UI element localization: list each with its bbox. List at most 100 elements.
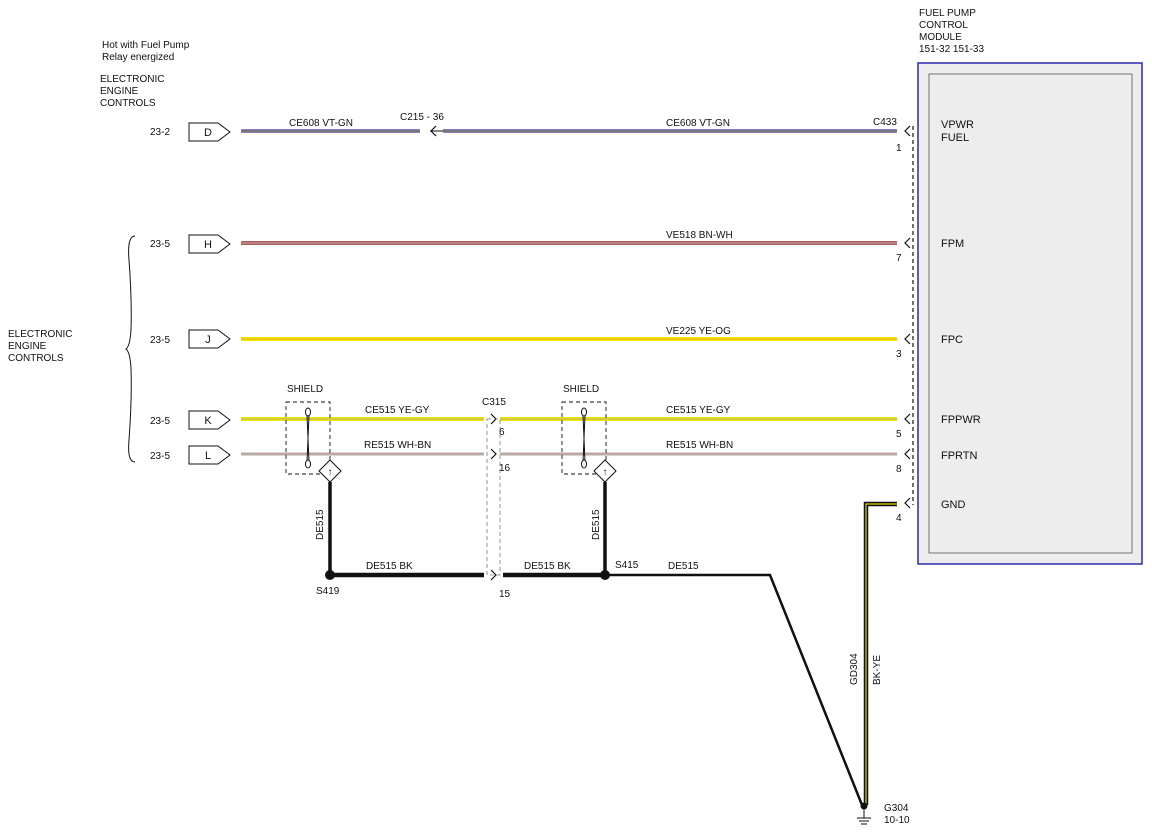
drain-bus-left-label: DE515 BK bbox=[366, 561, 413, 572]
drain-bus-right-label: DE515 BK bbox=[524, 561, 571, 572]
pin-name-fppwr: FPPWR bbox=[941, 414, 981, 426]
wire-ce515-left-label: CE515 YE-GY bbox=[365, 405, 430, 416]
pin-ref-j: 23-5 bbox=[150, 335, 170, 346]
splice-s415-dot bbox=[600, 570, 610, 580]
module-title-2: CONTROL bbox=[919, 20, 968, 31]
wire-re515-left-label: RE515 WH-BN bbox=[364, 440, 431, 451]
eec-left-line-2: ENGINE bbox=[8, 341, 47, 352]
wire-ce608-right-label: CE608 VT-GN bbox=[666, 118, 730, 129]
wire-ve518-label: VE518 BN-WH bbox=[666, 230, 733, 241]
drain-ground-label: DE515 bbox=[668, 561, 699, 572]
module-inner-box bbox=[928, 73, 1133, 554]
c315-pin-15: 15 bbox=[499, 589, 511, 600]
ground-page: 10-10 bbox=[884, 815, 910, 826]
terminal-chevron-3 bbox=[904, 333, 911, 345]
eec-top-line-1: ELECTRONIC bbox=[100, 74, 164, 85]
ground-name: G304 bbox=[884, 803, 909, 814]
connector-pin-h-box bbox=[188, 234, 231, 254]
pin-name-fpm: FPM bbox=[941, 238, 964, 250]
eec-left-line-3: CONTROLS bbox=[8, 353, 64, 364]
c215-label: C215 - 36 bbox=[400, 112, 444, 123]
wire-ce608: CE608 VT-GN C215 - 36 CE608 VT-GN bbox=[241, 112, 897, 137]
fuel-pump-control-module: FUEL PUMP CONTROL MODULE 151-32 151-33 C… bbox=[873, 8, 1143, 565]
module-title-1: FUEL PUMP bbox=[919, 8, 976, 19]
wire-gd304-stripe bbox=[865, 503, 897, 805]
module-pages: 151-32 151-33 bbox=[919, 44, 984, 55]
wire-ce608-left-label: CE608 VT-GN bbox=[289, 118, 353, 129]
shield-left-twist-top bbox=[305, 407, 311, 417]
drain-left-label: DE515 bbox=[315, 509, 326, 540]
connector-pin-k-box bbox=[188, 410, 231, 430]
pin-number-4: 4 bbox=[896, 513, 902, 524]
c315-chevron-16 bbox=[490, 448, 497, 460]
wire-gd304-code: GD304 bbox=[849, 653, 860, 685]
eec-top-line-2: ENGINE bbox=[100, 86, 139, 97]
shield-left-box bbox=[285, 401, 331, 475]
c315-pin-6: 6 bbox=[499, 427, 505, 438]
shield-right-box bbox=[561, 401, 607, 475]
wire-ce515-right-label: CE515 YE-GY bbox=[666, 405, 731, 416]
pin-number-7: 7 bbox=[896, 253, 902, 264]
terminal-chevron-1 bbox=[904, 125, 911, 137]
pin-name-fpc: FPC bbox=[941, 334, 963, 346]
drain-right-label: DE515 bbox=[591, 509, 602, 540]
pin-ref-k: 23-5 bbox=[150, 416, 170, 427]
shield-right-twist-b bbox=[582, 414, 586, 463]
connector-pin-d: D bbox=[204, 127, 212, 139]
wire-re515-right-label: RE515 WH-BN bbox=[666, 440, 733, 451]
eec-pins: 23-2 D 23-5 H 23-5 J 23-5 K 23-5 L bbox=[150, 122, 231, 465]
terminal-chevron-4 bbox=[904, 497, 911, 509]
shield-left-drain-mark: ↑ bbox=[328, 467, 333, 478]
terminal-chevron-7 bbox=[904, 237, 911, 249]
shield-right-label: SHIELD bbox=[563, 384, 599, 395]
drain-wires: S419 S415 DE515 BK DE515 BK DE515 DE515 … bbox=[315, 482, 864, 806]
connector-pin-l: L bbox=[205, 450, 211, 462]
wire-ve225-label: VE225 YE-OG bbox=[666, 326, 731, 337]
connector-pin-h: H bbox=[204, 239, 212, 251]
c315-chevron-15 bbox=[490, 569, 497, 581]
pin-name-gnd: GND bbox=[941, 499, 966, 511]
wire-gd304-base bbox=[863, 501, 897, 805]
wire-ve225: VE225 YE-OG bbox=[241, 326, 897, 341]
terminal-chevron-8 bbox=[904, 448, 911, 460]
splice-s419-dot bbox=[325, 570, 335, 580]
connector-pin-d-box bbox=[188, 122, 231, 142]
drain-to-ground bbox=[605, 573, 864, 806]
connector-pin-k: K bbox=[204, 415, 212, 427]
shield-left-label: SHIELD bbox=[287, 384, 323, 395]
pin-ref-l: 23-5 bbox=[150, 451, 170, 462]
c315-dashed-box bbox=[486, 418, 501, 576]
shield-right-drain-mark: ↑ bbox=[603, 467, 608, 478]
shield-left: SHIELD ↑ bbox=[285, 384, 342, 483]
pin-ref-d: 23-2 bbox=[150, 127, 170, 138]
note-line-2: Relay energized bbox=[102, 52, 174, 63]
splice-s415-label: S415 bbox=[615, 560, 639, 571]
eec-left-line-1: ELECTRONIC bbox=[8, 329, 72, 340]
connector-pin-j-box bbox=[188, 329, 231, 349]
wire-gd304-color: BK-YE bbox=[872, 655, 883, 685]
c315-pin-16: 16 bbox=[499, 463, 511, 474]
pin-name-fuel: FUEL bbox=[941, 132, 969, 144]
shield-right-twist-top bbox=[581, 407, 587, 417]
pin-name-vpwr: VPWR bbox=[941, 119, 974, 131]
pin-name-fprtn: FPRTN bbox=[941, 450, 978, 462]
wire-re515: RE515 WH-BN RE515 WH-BN bbox=[241, 440, 897, 460]
terminal-chevron-5 bbox=[904, 413, 911, 425]
c315-label: C315 bbox=[482, 397, 506, 408]
connector-pin-j: J bbox=[205, 334, 211, 346]
ground-g304: G304 10-10 bbox=[857, 802, 910, 826]
splice-s419-label: S419 bbox=[316, 586, 340, 597]
module-title-3: MODULE bbox=[919, 32, 962, 43]
wire-ve518: VE518 BN-WH bbox=[241, 230, 897, 245]
note-line-1: Hot with Fuel Pump bbox=[102, 40, 190, 51]
wire-gd304: GD304 BK-YE bbox=[849, 501, 897, 805]
wire-ce515: CE515 YE-GY CE515 YE-GY bbox=[241, 405, 897, 425]
eec-brace bbox=[125, 235, 136, 463]
pin-number-8: 8 bbox=[896, 464, 902, 475]
eec-top-line-3: CONTROLS bbox=[100, 98, 156, 109]
shield-left-twist-b bbox=[306, 414, 310, 463]
shield-left-twist-bottom bbox=[305, 459, 311, 469]
pin-number-3: 3 bbox=[896, 349, 902, 360]
connector-c433: C433 bbox=[873, 117, 897, 128]
